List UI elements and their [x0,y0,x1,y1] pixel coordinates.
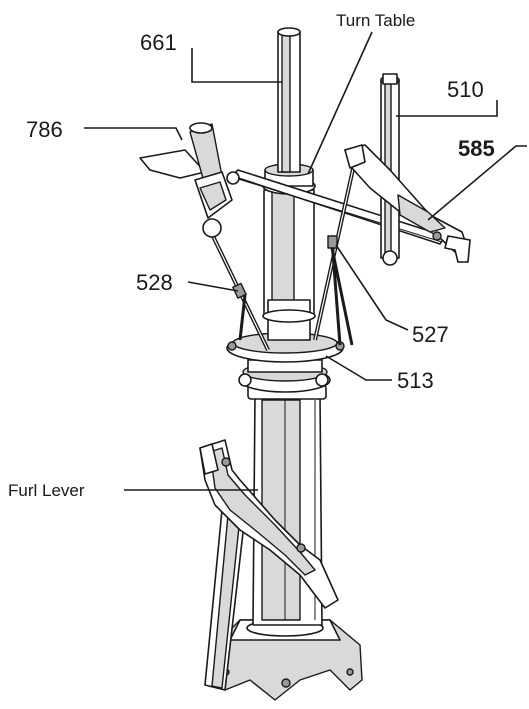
label-527: 527 [412,322,449,347]
label-661: 661 [140,30,177,55]
label-585: 585 [458,136,495,161]
yaw-bearing-ring [226,332,345,393]
leader-585 [427,145,527,221]
leader-528 [187,281,239,292]
label-510: 510 [447,77,484,102]
leader-786 [84,127,183,141]
leader-661 [191,48,282,83]
leader-510 [396,100,498,117]
strut-527 [313,159,357,346]
leader-513 [325,355,392,381]
tail-hinge-585 [344,144,471,263]
callout-labels: 661 Turn Table 510 786 585 528 527 513 F… [8,11,495,500]
label-528: 528 [136,270,173,295]
center-mast [262,27,316,341]
lower-struts [238,247,354,346]
strut-528 [208,229,270,351]
label-furl-lever: Furl Lever [8,481,85,500]
leader-527 [335,244,409,331]
label-turn-table: Turn Table [336,11,415,30]
leader-lines [84,31,527,491]
furl-lever [199,439,339,609]
label-786: 786 [26,117,63,142]
leader-turn-table [307,31,373,175]
tripod-base [211,619,363,701]
hinge-bracket-786 [139,122,240,238]
label-513: 513 [397,368,434,393]
